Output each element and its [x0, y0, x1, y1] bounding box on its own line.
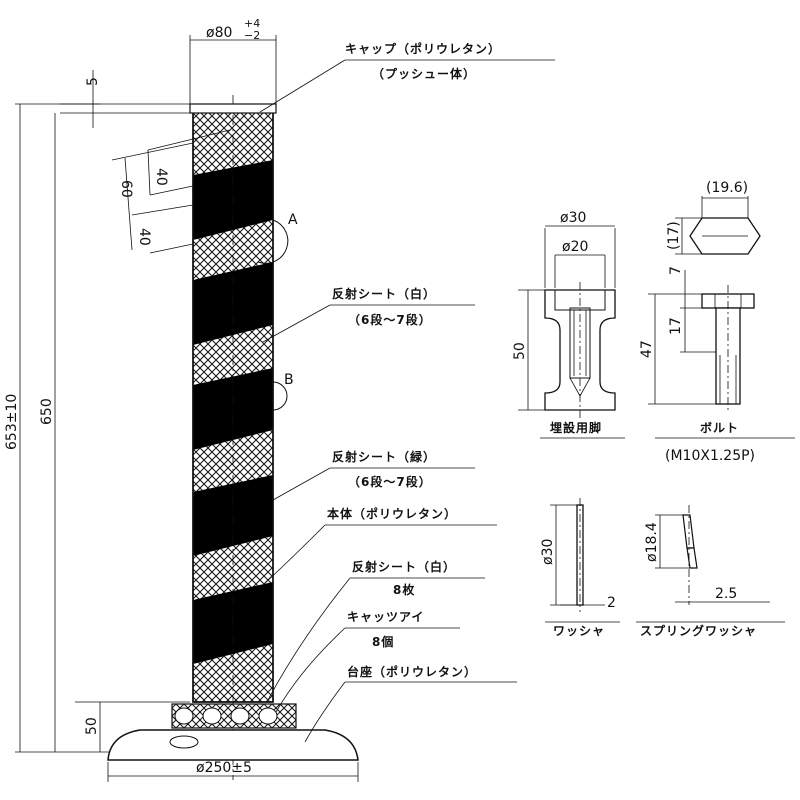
anchor-dim-height: 50 — [512, 342, 528, 360]
svg-text:キャッツアイ: キャッツアイ — [347, 610, 424, 624]
svg-text:8個: 8個 — [372, 634, 394, 649]
spring-washer-label: スプリングワッシャ — [640, 623, 757, 638]
spring-washer-part: ø18.4 2.5 スプリングワッシャ — [636, 505, 785, 638]
bolt-part: (19.6) (17) 7 17 47 ボルト (M10X1.25P) — [639, 180, 795, 464]
bolt-dim-head-height: 7 — [668, 266, 684, 275]
anchor-dim-inner: ø20 — [562, 239, 588, 255]
bolt-spec: (M10X1.25P) — [665, 448, 755, 464]
washer-part: ø30 2 ワッシャ — [540, 498, 620, 638]
dim-heights: 653±10 650 50 — [4, 103, 190, 753]
svg-text:40: 40 — [136, 228, 152, 246]
svg-text:（6段〜7段）: （6段〜7段） — [348, 312, 432, 327]
washer-dim-thickness: 2 — [607, 595, 616, 611]
anchor-dim-outer: ø30 — [560, 210, 586, 226]
anchor-part: ø30 ø20 50 埋設用脚 — [512, 210, 625, 439]
spring-washer-dim-diameter: ø18.4 — [644, 522, 660, 562]
callout-sheet-green: 反射シート（緑） （6段〜7段） — [272, 449, 475, 501]
svg-text:キャップ（ポリウレタン）: キャップ（ポリウレタン） — [345, 41, 501, 56]
svg-text:650: 650 — [39, 398, 55, 425]
dim-bands: 40 60 40 — [111, 129, 231, 254]
washer-dim-diameter: ø30 — [540, 539, 556, 565]
svg-text:（プッシュー体）: （プッシュー体） — [372, 66, 476, 81]
callout-cap: キャップ（ポリウレタン） （プッシュー体） — [259, 41, 555, 113]
bolt-label: ボルト — [700, 420, 739, 435]
detail-b-circle — [272, 381, 288, 411]
svg-text:40: 40 — [153, 168, 169, 186]
dim-top-diameter: ø80 +4 −2 — [190, 17, 276, 42]
detail-a-circle — [257, 219, 289, 264]
svg-text:+4: +4 — [244, 17, 260, 30]
bolt-dim-head-side: (17) — [666, 221, 682, 250]
bolt-dim-head: (19.6) — [706, 180, 748, 196]
svg-text:5: 5 — [85, 77, 101, 86]
dim-base-diameter: ø250±5 — [107, 760, 359, 782]
svg-text:反射シート（白）: 反射シート（白） — [332, 286, 436, 301]
base — [107, 703, 359, 761]
svg-text:−2: −2 — [244, 29, 260, 42]
svg-text:60: 60 — [118, 180, 134, 198]
bolt-dim-length: 47 — [639, 340, 655, 358]
callout-base-sheet: 反射シート（白） 8枚 — [267, 559, 485, 701]
detail-a-label: A — [288, 212, 298, 228]
svg-text:本体（ポリウレタン）: 本体（ポリウレタン） — [327, 506, 457, 521]
callout-sheet-white: 反射シート（白） （6段〜7段） — [262, 286, 475, 343]
bolt-dim-shank-upper: 17 — [668, 317, 684, 335]
anchor-label: 埋設用脚 — [550, 420, 602, 435]
post-body — [192, 95, 274, 780]
detail-b-label: B — [284, 372, 294, 388]
svg-text:反射シート（緑）: 反射シート（緑） — [332, 449, 436, 464]
spring-washer-dim-thickness: 2.5 — [715, 586, 737, 602]
svg-text:ø80: ø80 — [206, 25, 232, 41]
svg-text:653±10: 653±10 — [4, 394, 20, 450]
svg-text:8枚: 8枚 — [393, 582, 415, 597]
svg-text:反射シート（白）: 反射シート（白） — [352, 559, 456, 574]
svg-text:ø250±5: ø250±5 — [196, 760, 252, 776]
svg-text:（6段〜7段）: （6段〜7段） — [348, 474, 432, 489]
callout-body: 本体（ポリウレタン） — [262, 506, 497, 586]
washer-label: ワッシャ — [553, 624, 605, 638]
callout-base: 台座（ポリウレタン） — [304, 664, 517, 743]
callout-cat-eye: キャッツアイ 8個 — [275, 610, 460, 713]
svg-text:50: 50 — [84, 717, 100, 735]
svg-text:台座（ポリウレタン）: 台座（ポリウレタン） — [347, 664, 477, 679]
